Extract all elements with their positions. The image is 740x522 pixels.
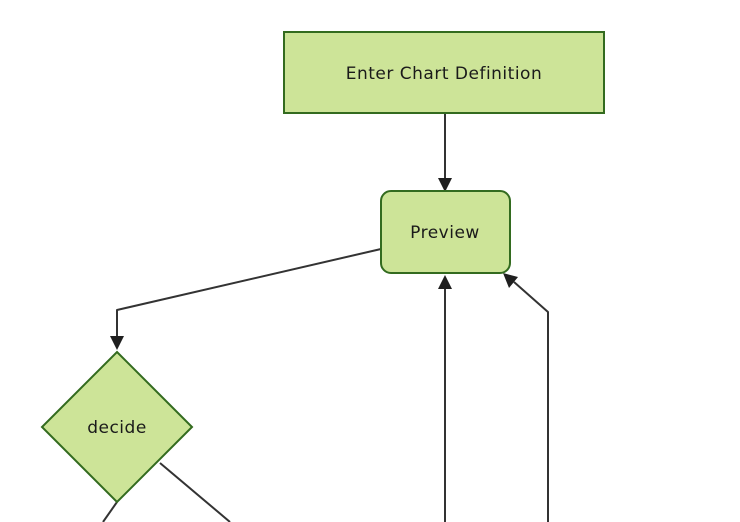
node-label: Preview [410, 223, 480, 243]
edge-enter-to-preview [438, 114, 452, 192]
node-enter-chart-definition: Enter Chart Definition [283, 31, 605, 114]
node-preview: Preview [380, 190, 511, 274]
node-decide: decide [40, 350, 194, 504]
edge-line [159, 462, 231, 522]
rounded-rectangle-shape [380, 190, 511, 274]
edge-line [102, 501, 118, 522]
edge-offscreen-bottom-to-preview-right [503, 273, 549, 522]
edge-decide-to-offscreen-bottom-right [159, 462, 231, 522]
edge-offscreen-bottom-to-preview-mid [438, 275, 452, 522]
arrowhead-down-icon [438, 178, 452, 192]
arrowhead-down-icon [110, 336, 124, 350]
rectangle-shape [283, 31, 605, 114]
diamond-shape [40, 350, 194, 504]
arrowhead-up-left-icon [503, 273, 518, 288]
node-label: Enter Chart Definition [346, 64, 542, 84]
edge-line [513, 281, 549, 522]
arrowhead-up-icon [438, 275, 452, 289]
edge-preview-to-decide [110, 248, 382, 350]
node-label: decide [87, 418, 147, 438]
edge-line [116, 248, 382, 337]
edge-decide-to-offscreen-bottom-left [102, 501, 118, 522]
